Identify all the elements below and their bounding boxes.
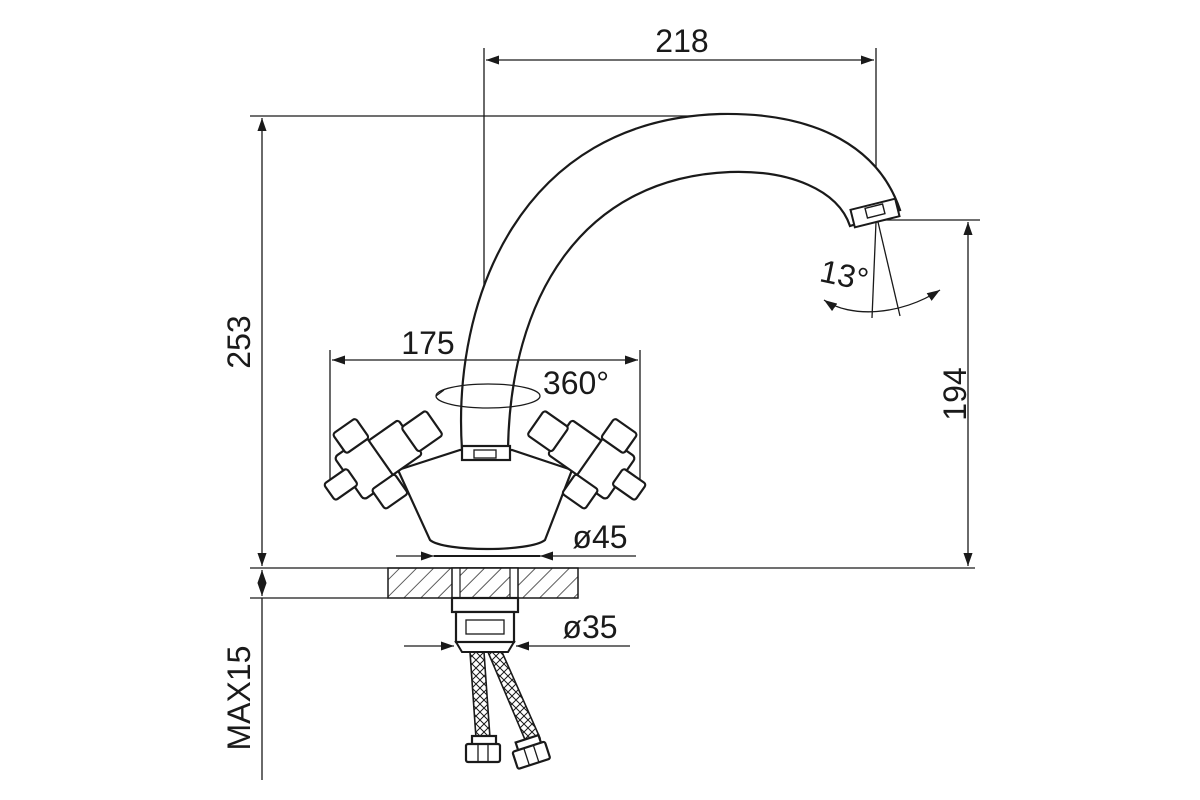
valve-body (396, 444, 574, 557)
dimension-194: 194 (878, 219, 980, 566)
right-handle (527, 410, 647, 510)
rotation-label: 360° (543, 365, 609, 401)
hose-right (486, 651, 551, 770)
dimension-175: 175 (329, 325, 641, 492)
width-label: 218 (655, 23, 708, 59)
left-handle (323, 410, 443, 510)
dimension-max15: MAX15 (221, 570, 267, 780)
height-label: 253 (221, 315, 257, 368)
spout (460, 112, 902, 452)
base-diameter-label: ø45 (572, 519, 627, 555)
angle-label: 13° (817, 253, 872, 298)
shank-diameter-label: ø35 (562, 609, 617, 645)
hose-left (464, 651, 502, 764)
span-label: 175 (401, 325, 454, 361)
angle-13: 13° (817, 221, 941, 319)
dimension-diameter-35: ø35 (404, 609, 630, 651)
rotation-360: 360° (435, 365, 609, 409)
shank (450, 596, 520, 653)
max-thickness-label: MAX15 (221, 646, 257, 751)
dimension-253: 253 (221, 115, 740, 566)
countertop (250, 567, 975, 599)
spout-height-label: 194 (937, 367, 973, 420)
dimension-diameter-45: ø45 (396, 519, 636, 561)
